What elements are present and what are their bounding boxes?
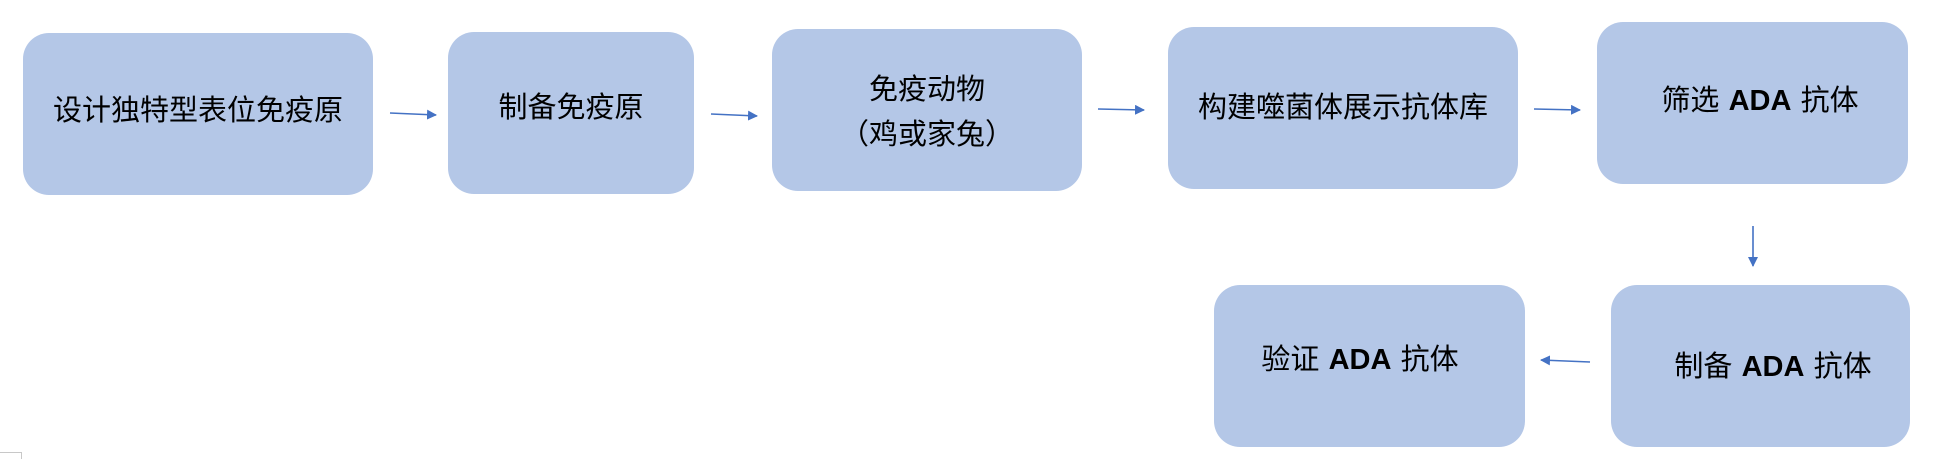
arrow-step4-to-step5: [1533, 104, 1581, 115]
arrow-step6-to-step7: [1540, 355, 1591, 366]
arrow-line: [1097, 104, 1145, 115]
step-label: 设计独特型表位免疫原: [53, 93, 343, 127]
step-box: [1214, 285, 1525, 447]
step-label-line-2: （鸡或家兔）: [840, 117, 1014, 151]
step-immunize-animals: 免疫动物 （鸡或家兔）: [772, 29, 1082, 191]
step-label: 筛选 ADA 抗体: [1661, 83, 1858, 117]
arrow-step2-to-step3: [710, 110, 758, 121]
arrow-step3-to-step4: [1097, 104, 1145, 115]
arrow-line: [1533, 104, 1581, 115]
step-box: [1597, 22, 1908, 184]
step-screen-ada-antibody: 筛选 ADA 抗体: [1597, 22, 1908, 184]
step-box: [1611, 285, 1910, 447]
step-prepare-ada-antibody: 制备 ADA 抗体: [1611, 285, 1910, 447]
step-label: 验证 ADA 抗体: [1261, 342, 1458, 376]
page-corner-mark: [0, 452, 22, 459]
step-validate-ada-antibody: 验证 ADA 抗体: [1214, 285, 1525, 447]
step-design-epitope-immunogen: 设计独特型表位免疫原: [23, 33, 373, 195]
step-box: [448, 32, 694, 194]
arrow-line: [710, 110, 758, 121]
step-prepare-immunogen: 制备免疫原: [448, 32, 694, 194]
step-build-phage-display-library: 构建噬菌体展示抗体库: [1168, 27, 1518, 189]
arrow-line: [389, 109, 437, 120]
arrow-line: [1540, 355, 1591, 366]
step-box: [1168, 27, 1518, 189]
step-label-line-1: 免疫动物: [869, 72, 985, 106]
arrow-step1-to-step2: [389, 109, 437, 120]
step-label: 制备免疫原: [498, 90, 643, 124]
step-box: [772, 29, 1082, 191]
step-label: 制备 ADA 抗体: [1674, 349, 1871, 383]
step-label: 构建噬菌体展示抗体库: [1198, 90, 1488, 124]
step-box: [23, 33, 373, 195]
